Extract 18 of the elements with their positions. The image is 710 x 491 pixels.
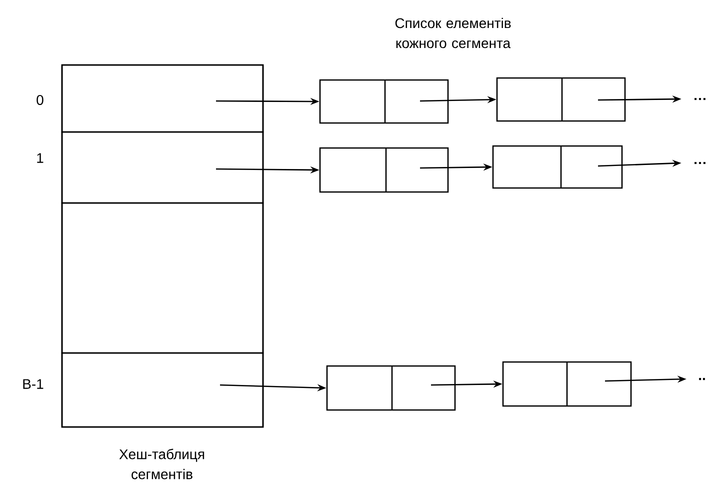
table-row bbox=[61, 131, 264, 204]
list-node-box bbox=[319, 147, 449, 193]
table-caption: Хеш-таблиця сегментів bbox=[119, 448, 204, 480]
table-row bbox=[61, 202, 264, 354]
ellipsis: … bbox=[694, 98, 706, 100]
row-label: 0 bbox=[36, 95, 44, 105]
list-heading: Список елементів кожного сегмента bbox=[395, 18, 511, 48]
list-node-box bbox=[319, 79, 449, 124]
row-label: 1 bbox=[37, 153, 44, 163]
ellipsis: … bbox=[694, 162, 706, 164]
row-label: B-1 bbox=[23, 379, 44, 389]
list-node-box bbox=[496, 77, 626, 122]
list-node-box bbox=[502, 361, 632, 407]
list-node-box bbox=[492, 145, 623, 189]
table-row bbox=[61, 352, 264, 428]
list-node-box bbox=[326, 365, 456, 411]
ellipsis: .. bbox=[699, 378, 705, 380]
table-row bbox=[61, 64, 264, 133]
